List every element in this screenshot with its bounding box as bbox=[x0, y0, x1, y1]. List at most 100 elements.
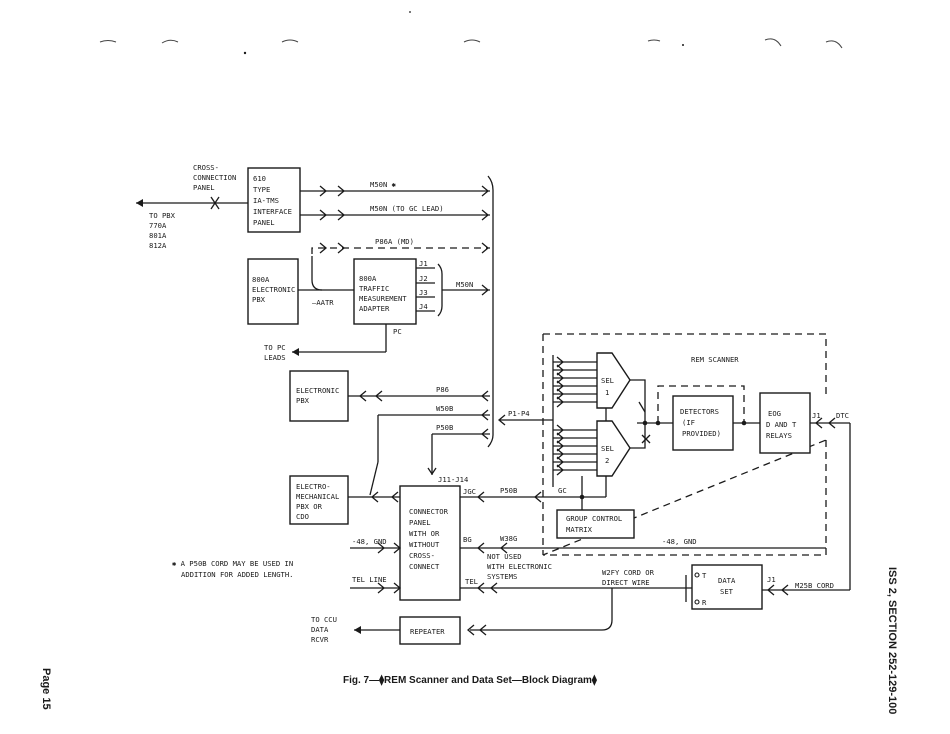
interface-panel-line-1: 610 bbox=[253, 174, 266, 183]
m50n-gc-label: M50N (TO GC LEAD) bbox=[370, 204, 444, 213]
gc-label: GC bbox=[558, 486, 567, 495]
scan-specks bbox=[99, 11, 843, 55]
p50b-label: P50B bbox=[436, 423, 453, 432]
sel1-label-1: SEL bbox=[601, 376, 614, 385]
pbx-800a-line-2: ELECTRONIC bbox=[252, 285, 295, 294]
w2fy-line-2: DIRECT WIRE bbox=[602, 578, 650, 587]
data-set-line-1: DATA bbox=[718, 576, 736, 585]
rem-scanner-label: REM SCANNER bbox=[691, 355, 739, 364]
gnd-right-label: -48, GND bbox=[662, 537, 697, 546]
adapter-m50n: M50N bbox=[456, 280, 473, 289]
tel-label: TEL bbox=[465, 577, 478, 586]
interface-panel-line-3: IA-TMS bbox=[253, 196, 279, 205]
to-pbx-arrowhead bbox=[136, 199, 143, 207]
adapter-line-2: TRAFFIC bbox=[359, 284, 389, 293]
pbx-800a-block: 800A ELECTRONIC PBX bbox=[247, 258, 299, 325]
detectors-line-2: (IF bbox=[682, 418, 695, 427]
electronic-pbx-block: ELECTRONIC PBX P86 bbox=[289, 370, 490, 422]
sel2-label-1: SEL bbox=[601, 444, 614, 453]
sel1-block: SEL 1 bbox=[596, 352, 631, 409]
sel2-inputs bbox=[553, 424, 597, 476]
group-control-line-2: MATRIX bbox=[566, 525, 593, 534]
cross-connection-label-1: CROSS- bbox=[193, 163, 219, 172]
tel-line-left: TEL LINE bbox=[350, 575, 402, 594]
repeater-block: REPEATER TO CCU DATA RCVR bbox=[311, 615, 487, 645]
connector-panel-block: CONNECTOR PANEL WITH OR WITHOUT CROSS- C… bbox=[399, 485, 478, 601]
w2fy-line-1: W2FY CORD OR bbox=[602, 568, 655, 577]
footnote-line-1: ✱ A P50B CORD MAY BE USED IN bbox=[172, 559, 293, 568]
p1-p4-link: P1-P4 bbox=[497, 409, 553, 426]
interface-panel-line-5: PANEL bbox=[253, 218, 275, 227]
gnd-left-label: -48, GND bbox=[352, 537, 387, 546]
data-set-t: T bbox=[702, 571, 707, 580]
connector-panel-line-1: CONNECTOR bbox=[409, 507, 449, 516]
footnote-line-2: ADDITION FOR ADDED LENGTH. bbox=[181, 570, 294, 579]
p86-label: P86 bbox=[436, 385, 449, 394]
electronic-pbx-line-2: PBX bbox=[296, 396, 310, 405]
figure-caption: Fig. 7—⧫REM Scanner and Data Set—Block D… bbox=[343, 674, 598, 686]
eog-relays-block: EOG D AND T RELAYS J1 DTC bbox=[759, 392, 851, 590]
sel1-label-2: 1 bbox=[605, 388, 609, 397]
connector-panel-line-2: PANEL bbox=[409, 518, 431, 527]
adapter-line-4: ADAPTER bbox=[359, 304, 390, 313]
interface-panel-line-2: TYPE bbox=[253, 185, 270, 194]
m50n-star-label: M50N ✱ bbox=[370, 180, 397, 189]
m50n-lines: M50N ✱ M50N (TO GC LEAD) bbox=[300, 180, 490, 221]
to-pc-leads-1: TO PC bbox=[264, 343, 286, 352]
selector-outputs bbox=[579, 379, 673, 510]
adapter-block: 800A TRAFFIC MEASUREMENT ADAPTER J1 J2 J… bbox=[264, 258, 490, 362]
w50b-p50b-lines: W50B P50B J11-J14 bbox=[369, 404, 490, 496]
page-number-label: Page 15 bbox=[40, 668, 52, 710]
to-pbx-label-3: 801A bbox=[149, 231, 167, 240]
dtc-label: DTC bbox=[836, 411, 849, 420]
cross-connection-group: CROSS- CONNECTION PANEL TO PBX 770A 801A… bbox=[136, 163, 248, 250]
p86a-path: P86A (MD) —AATR bbox=[298, 237, 490, 307]
detectors-block: DETECTORS (IF PROVIDED) bbox=[655, 385, 760, 451]
eog-j1-label: J1 bbox=[812, 411, 821, 420]
connector-panel-line-5: CROSS- bbox=[409, 551, 435, 560]
sel2-block: SEL 2 bbox=[596, 420, 631, 477]
tel-link: W2FY CORD OR DIRECT WIRE bbox=[460, 568, 692, 631]
w38g-label: W38G bbox=[500, 534, 517, 543]
data-set-r: R bbox=[702, 598, 707, 607]
to-ccu-line-1: TO CCU bbox=[311, 615, 337, 624]
not-used-line-1: NOT USED bbox=[487, 552, 522, 561]
gnd-right: -48, GND bbox=[545, 537, 826, 549]
electronic-pbx-line-1: ELECTRONIC bbox=[296, 386, 339, 395]
w38g-link: W38G NOT USED WITH ELECTRONIC SYSTEMS bbox=[460, 534, 552, 581]
bus-bracket bbox=[487, 175, 494, 448]
p50b-2-label: P50B bbox=[500, 486, 517, 495]
em-pbx-line-3: PBX OR bbox=[296, 502, 323, 511]
j11-j14-label: J11-J14 bbox=[438, 475, 468, 484]
to-ccu-line-2: DATA bbox=[311, 625, 329, 634]
eog-line-1: EOG bbox=[768, 409, 781, 418]
jgc-label: JGC bbox=[463, 487, 476, 496]
data-set-block: DATA SET T R J1 M25B CORD bbox=[685, 564, 850, 610]
cross-connection-label-2: CONNECTION bbox=[193, 173, 236, 182]
electromechanical-pbx-block: ELECTRO- MECHANICAL PBX OR CDO bbox=[289, 475, 400, 525]
to-pbx-label-4: 812A bbox=[149, 241, 167, 250]
pbx-800a-line-3: PBX bbox=[252, 295, 266, 304]
data-set-j1: J1 bbox=[767, 575, 776, 584]
not-used-line-3: SYSTEMS bbox=[487, 572, 517, 581]
sel1-inputs bbox=[552, 355, 597, 487]
adapter-line-1: 800A bbox=[359, 274, 377, 283]
p1-p4-label: P1-P4 bbox=[508, 409, 530, 418]
data-set-line-2: SET bbox=[720, 587, 734, 596]
interface-panel-line-4: INTERFACE bbox=[253, 207, 292, 216]
p86a-label: P86A (MD) bbox=[375, 237, 414, 246]
eog-line-2: D AND T bbox=[766, 420, 797, 429]
detectors-line-1: DETECTORS bbox=[680, 407, 719, 416]
em-pbx-line-4: CDO bbox=[296, 512, 309, 521]
repeater-label: REPEATER bbox=[410, 627, 445, 636]
to-pbx-label-1: TO PBX bbox=[149, 211, 176, 220]
pc-label: PC bbox=[393, 327, 402, 336]
m25b-label: M25B CORD bbox=[795, 581, 834, 590]
connector-panel-line-3: WITH OR bbox=[409, 529, 440, 538]
section-side-label: ISS 2, SECTION 252-129-100 bbox=[886, 567, 898, 714]
rem-scanner-enclosure: REM SCANNER bbox=[542, 333, 827, 556]
connector-panel-line-6: CONNECT bbox=[409, 562, 440, 571]
interface-panel-block: 610 TYPE IA-TMS INTERFACE PANEL bbox=[247, 167, 301, 233]
gnd-left: -48, GND bbox=[350, 537, 402, 554]
bg-label: BG bbox=[463, 535, 472, 544]
